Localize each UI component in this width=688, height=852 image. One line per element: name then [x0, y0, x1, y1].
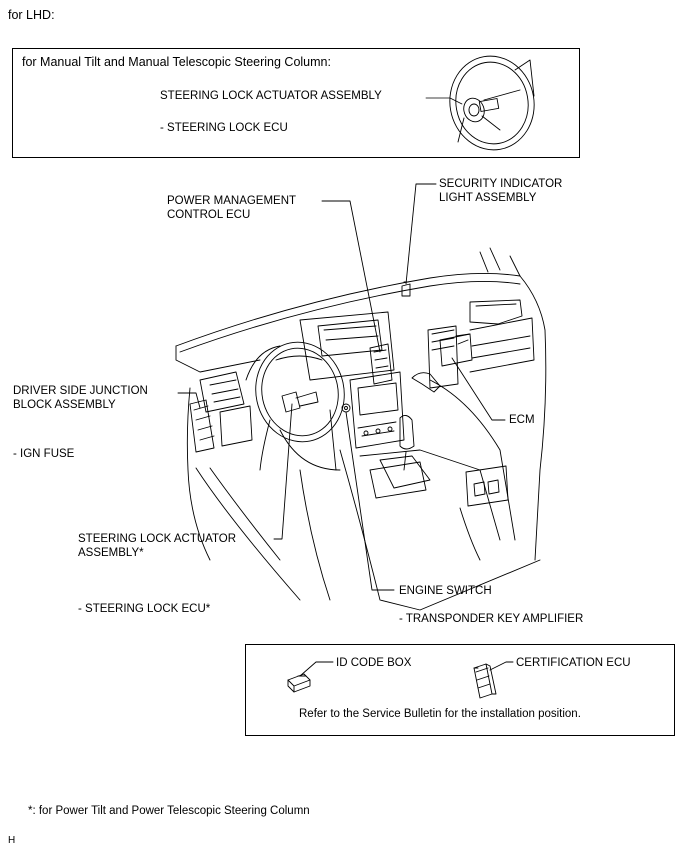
ecm-shape — [411, 325, 471, 393]
leader-power-management — [321, 200, 381, 353]
security-indicator-label-2: LIGHT ASSEMBLY — [439, 192, 537, 204]
top-steering-wheel-illustration — [449, 55, 535, 151]
footnote: *: for Power Tilt and Power Telescopic S… — [28, 805, 310, 817]
steering-lock-actuator-shape — [281, 391, 319, 413]
leader-security-indicator — [405, 183, 437, 285]
power-management-label-2: CONTROL ECU — [167, 209, 251, 221]
certification-ecu-icon — [473, 663, 497, 699]
ign-fuse-label: - IGN FUSE — [13, 448, 75, 460]
page-title: for LHD: — [8, 8, 55, 22]
steering-lock-actuator-label-1: STEERING LOCK ACTUATOR — [78, 533, 237, 545]
engine-switch-label: ENGINE SWITCH — [399, 585, 492, 597]
leader-driver-junction — [177, 392, 201, 409]
corner-mark: H — [8, 835, 16, 846]
leader-certification-ecu — [489, 661, 514, 671]
leader-engine-switch — [345, 411, 395, 591]
steering-lock-actuator-label-2: ASSEMBLY* — [78, 547, 144, 559]
top-ecu-label: - STEERING LOCK ECU — [160, 122, 288, 134]
id-code-box-icon — [287, 673, 311, 693]
ecm-label: ECM — [509, 414, 535, 426]
power-management-label-1: POWER MANAGEMENT — [167, 195, 297, 207]
driver-junction-label-1: DRIVER SIDE JUNCTION — [13, 385, 148, 397]
steering-lock-ecu-label: - STEERING LOCK ECU* — [78, 603, 211, 615]
manual-column-heading: for Manual Tilt and Manual Telescopic St… — [22, 55, 331, 69]
id-code-box-label: ID CODE BOX — [336, 657, 412, 669]
leader-id-code-box — [299, 661, 334, 677]
leader-steering-lock-actuator — [273, 403, 293, 540]
transponder-label: - TRANSPONDER KEY AMPLIFIER — [399, 613, 584, 625]
top-actuator-label: STEERING LOCK ACTUATOR ASSEMBLY — [160, 90, 382, 102]
engine-switch-shape — [341, 403, 351, 413]
driver-junction-label-2: BLOCK ASSEMBLY — [13, 399, 116, 411]
certification-ecu-label: CERTIFICATION ECU — [516, 657, 631, 669]
dashboard-outline — [175, 247, 547, 611]
driver-junction-block-shape — [189, 399, 215, 453]
security-indicator-label-1: SECURITY INDICATOR — [439, 178, 563, 190]
component-box — [245, 644, 675, 736]
leader-ecm — [451, 357, 506, 421]
installation-note: Refer to the Service Bulletin for the in… — [299, 708, 581, 720]
manual-column-box — [12, 48, 580, 158]
